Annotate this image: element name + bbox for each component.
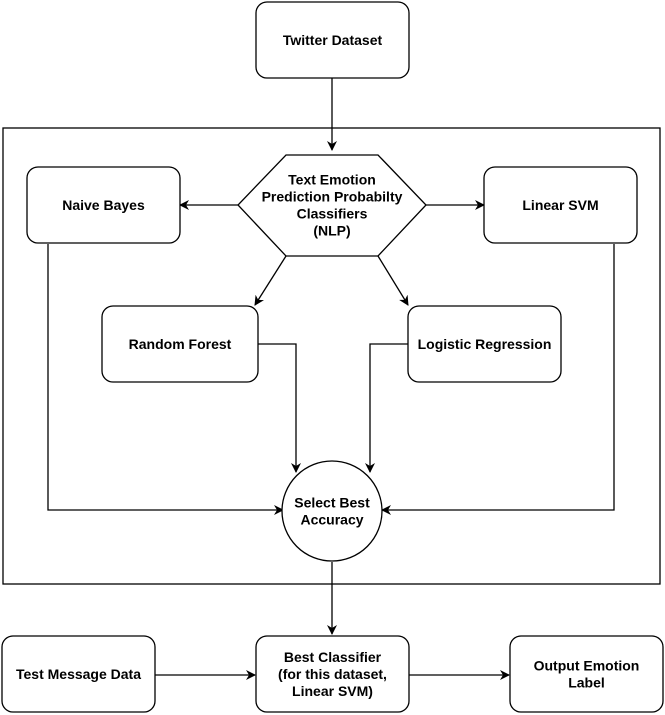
svg-text:Naive Bayes: Naive Bayes xyxy=(62,197,145,213)
edge-hub-to-logistic-regression xyxy=(377,255,409,306)
svg-text:Logistic Regression: Logistic Regression xyxy=(418,336,552,352)
node-label-line: Label xyxy=(568,675,605,691)
edge-linear-svm-to-select xyxy=(381,244,615,515)
node-label-line: Accuracy xyxy=(300,512,363,528)
node-label-line: Linear SVM xyxy=(522,197,598,213)
node-label-line: Random Forest xyxy=(129,336,232,352)
node-best-classifier: Best Classifier(for this dataset,Linear … xyxy=(255,635,410,713)
svg-text:Test Message Data: Test Message Data xyxy=(16,666,141,682)
node-test-message-data: Test Message Data xyxy=(1,635,156,713)
node-label-line: Logistic Regression xyxy=(418,336,552,352)
node-random-forest: Random Forest xyxy=(101,305,259,383)
node-label-line: Naive Bayes xyxy=(62,197,145,213)
node-label-line: Twitter Dataset xyxy=(283,32,383,48)
node-twitter-dataset: Twitter Dataset xyxy=(255,1,410,79)
svg-text:Twitter Dataset: Twitter Dataset xyxy=(283,32,383,48)
svg-text:Linear SVM: Linear SVM xyxy=(522,197,598,213)
node-label-line: Classifiers xyxy=(297,206,368,222)
node-label-line: Select Best xyxy=(294,495,370,511)
svg-text:Best Classifier(for this datas: Best Classifier(for this dataset,Linear … xyxy=(278,649,387,699)
edges xyxy=(47,78,615,680)
edge-logistic-regression-to-select xyxy=(365,343,408,473)
edge-hub-to-random-forest xyxy=(254,255,287,306)
edge-naive-bayes-to-select xyxy=(47,244,284,515)
node-linear-svm: Linear SVM xyxy=(483,166,638,244)
node-label-line: (NLP) xyxy=(313,223,350,239)
node-naive-bayes: Naive Bayes xyxy=(26,166,181,244)
svg-text:Random Forest: Random Forest xyxy=(129,336,232,352)
edge-random-forest-to-select xyxy=(258,343,301,473)
node-label-line: Output Emotion xyxy=(534,658,640,674)
node-label-line: Text Emotion xyxy=(288,172,376,188)
node-label-line: Prediction Probabilty xyxy=(262,189,403,205)
node-label-line: Test Message Data xyxy=(16,666,141,682)
node-label-line: Best Classifier xyxy=(284,649,382,665)
node-label-line: (for this dataset, xyxy=(278,666,387,682)
node-logistic-regression: Logistic Regression xyxy=(407,305,562,383)
node-label-line: Linear SVM) xyxy=(292,683,373,699)
